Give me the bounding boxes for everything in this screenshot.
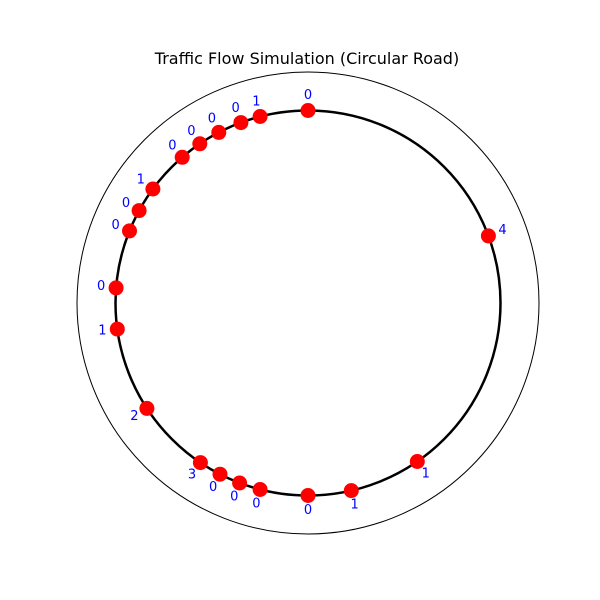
car-label: 3 [188,468,196,483]
car-marker [211,124,227,140]
car-label: 0 [230,490,238,505]
car-markers [108,103,496,503]
car-marker [480,228,496,244]
car-label: 0 [168,138,176,153]
car-marker [252,109,268,124]
car-marker [233,115,249,131]
car-marker [192,455,208,471]
car-label: 2 [130,409,138,424]
car-label: 4 [498,223,506,238]
car-marker [131,203,147,219]
car-label: 0 [209,480,217,495]
chart-title: Traffic Flow Simulation (Circular Road) [154,49,459,68]
car-label: 0 [304,503,312,518]
outer-boundary-circle [76,71,540,535]
car-marker [192,136,208,152]
car-label: 1 [351,498,359,513]
car-label: 1 [137,173,145,188]
car-marker [109,321,125,337]
car-marker [174,149,190,165]
car-marker [212,466,228,482]
car-marker [122,223,137,239]
car-marker [145,181,161,197]
car-marker [232,475,248,491]
car-label: 0 [304,88,312,103]
car-label: 0 [97,279,105,294]
car-label: 1 [422,466,430,481]
car-marker [343,483,359,499]
car-label: 1 [252,95,260,110]
car-marker [139,400,155,416]
car-label: 0 [252,497,260,512]
car-label: 0 [208,112,216,127]
car-marker [300,103,316,118]
car-marker [108,280,124,296]
car-label: 0 [187,124,195,139]
car-label: 1 [98,324,106,339]
car-label: 0 [122,196,130,211]
car-marker [409,454,425,469]
car-marker [300,488,316,503]
car-label: 0 [232,101,240,116]
car-label: 0 [111,218,119,233]
car-marker [252,482,268,497]
